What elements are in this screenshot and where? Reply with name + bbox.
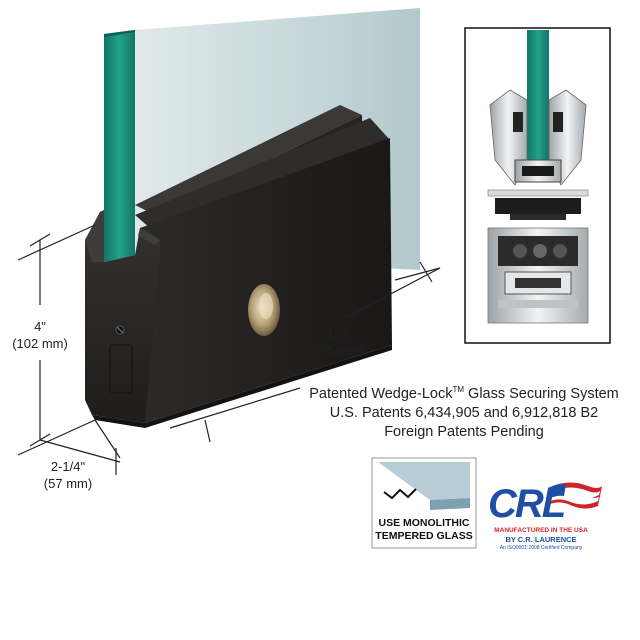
height-dimension-lines	[17, 224, 96, 456]
height-imperial: 4"	[34, 319, 46, 334]
us-flag-icon	[546, 482, 602, 509]
base-shoe	[85, 105, 392, 428]
tempered-glass-badge	[371, 457, 477, 549]
crl-letters: CRL	[488, 482, 566, 526]
patent-line-1: Patented Wedge-LockTM Glass Securing Sys…	[309, 385, 619, 402]
tempered-glass-label: USE MONOLITHIC TEMPERED GLASS	[372, 517, 476, 543]
length-dimension-lines	[169, 261, 441, 443]
crl-tagline-1: MANUFACTURED IN THE USA	[494, 527, 588, 534]
patent-line-3: Foreign Patents Pending	[384, 424, 544, 440]
length-imperial: 12"	[326, 326, 346, 341]
height-dimension-label: 4" (102 mm)	[8, 318, 72, 352]
crl-logo	[546, 482, 602, 509]
length-metric: (305 mm)	[308, 343, 364, 358]
width-metric: (57 mm)	[43, 476, 93, 491]
width-imperial: 2-1/4"	[50, 459, 86, 474]
tempered-glass-line-2: TEMPERED GLASS	[375, 530, 473, 542]
width-dimension-lines	[39, 419, 121, 475]
crl-tagline-2: BY C.R. LAURENCE	[505, 535, 577, 544]
glass-break-icon	[383, 488, 417, 500]
height-metric: (102 mm)	[12, 336, 68, 351]
tempered-glass-line-1: USE MONOLITHIC	[378, 517, 470, 529]
inset-detail	[464, 27, 611, 344]
patent-info: Patented Wedge-LockTM Glass Securing Sys…	[298, 385, 630, 442]
width-dimension-label: 2-1/4" (57 mm)	[30, 458, 106, 492]
length-dimension-label: 12" (305 mm)	[298, 325, 374, 359]
end-cap-outline	[109, 344, 133, 394]
patent-line-2: U.S. Patents 6,434,905 and 6,912,818 B2	[329, 405, 599, 421]
crl-tagline-3: An ISO9001:2008 Certified Company	[499, 545, 583, 551]
